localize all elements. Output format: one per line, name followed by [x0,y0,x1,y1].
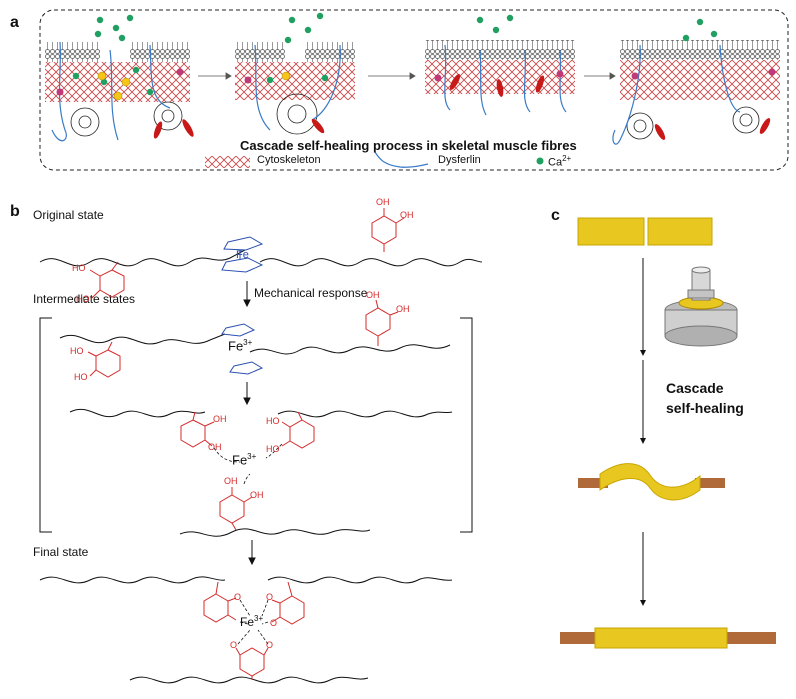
coordination-bonds [237,599,269,645]
polymer-chain [39,576,226,584]
catechol [365,299,399,346]
panel-a-frame [39,9,789,171]
healed-sample [560,627,776,649]
o-label: O [266,640,274,650]
polymer-chain [129,676,369,684]
legend-cytoskeleton-swatch [205,156,250,168]
catechol [371,208,405,252]
stage-1-membrane [45,42,190,102]
fe3-symbol: Fe [228,338,244,354]
coordination-arrows [213,443,283,485]
original-state-label: Original state [33,208,104,222]
catechol [203,581,237,623]
oh-label: OH [224,476,238,486]
oh-label: OH [213,414,227,424]
arrow-down [248,540,256,566]
o-label: O [230,640,238,650]
o-label: O [266,592,274,602]
stage-arrows [198,72,616,80]
catechol [271,581,305,625]
stage-2-membrane [235,42,355,100]
fe3-symbol: Fe [232,452,248,468]
stage-4-membrane [620,40,780,100]
o-label: O [270,618,278,628]
ferrocene-ring [221,323,264,375]
polymer-chain [39,249,246,267]
fe3-label-intermediate-1: Fe3+ [228,338,252,353]
polymer-chain [59,333,226,345]
catechol [89,261,125,299]
twisted-sample [578,463,725,501]
polymer-chain [179,528,371,537]
fe-label-original: Fe [236,249,249,261]
oh-label: OH [208,442,222,452]
annexin-proteins [153,74,771,140]
oh-label: OH [250,490,264,500]
ho-label: HO [266,444,280,454]
yellow-particles [97,71,291,101]
polymer-chain [267,576,453,584]
mechanical-response-label: Mechanical response [254,286,368,300]
cascade-label-line2: self-healing [666,400,744,416]
fe3-label-final: Fe3+ [240,614,263,629]
oh-label: OH [400,210,414,220]
panel-a-illustration [39,9,789,171]
right-bracket [460,317,473,533]
fe3-label-intermediate-2: Fe3+ [232,452,256,467]
fe3-charge: 3+ [243,338,253,347]
panel-b-letter: b [10,203,20,220]
panel-a-caption: Cascade self-healing process in skeletal… [240,138,577,153]
polymer-chain [259,258,483,267]
polymer-chain [249,344,451,355]
final-state-label: Final state [33,545,89,559]
oh-label: OH [396,304,410,314]
sample-piece-left [577,217,645,246]
dysferlin-strands [51,41,741,145]
catechol [180,411,215,448]
legend-dysferlin-label: Dysferlin [438,154,481,166]
fe3-symbol: Fe [240,615,255,629]
ho-label: HO [74,372,88,382]
calcium-symbol: Ca [548,156,563,169]
fe3-charge: 3+ [247,452,257,461]
catechol [219,487,253,531]
arrow-down [243,382,251,406]
fe3-charge: 3+ [254,614,264,623]
sample-piece-right [647,217,713,246]
panel-c-photos [560,217,776,649]
legend-cytoskeleton-label: Cytoskeleton [257,154,321,166]
legend-calcium-swatch [536,157,544,165]
ho-label: HO [70,346,84,356]
ferrocene [221,236,264,273]
panel-a-letter: a [10,14,19,31]
o-label: O [234,592,242,602]
catechol [235,647,269,680]
catechol [281,411,315,449]
vesicle-dots [56,68,776,96]
polymer-chain [69,408,206,418]
arrow-down [243,281,251,308]
catechol [87,341,121,378]
calcium-charge: 2+ [562,154,572,163]
legend-calcium-label: Ca2+ [548,154,571,169]
cascade-label-line1: Cascade [666,380,724,396]
legend-dysferlin-swatch [374,151,429,168]
oh-label: OH [366,290,380,300]
panel-b-scheme [39,208,483,684]
calcium-ions [72,12,718,96]
left-bracket [39,317,52,533]
panel-c-letter: c [551,207,560,224]
weight-icon [664,266,738,347]
ho-label: HO [266,416,280,426]
ho-label: HO [76,294,90,304]
polymer-chain [277,410,453,418]
oh-label: OH [376,197,390,207]
ho-label: HO [72,263,86,273]
vesicles [70,93,760,140]
